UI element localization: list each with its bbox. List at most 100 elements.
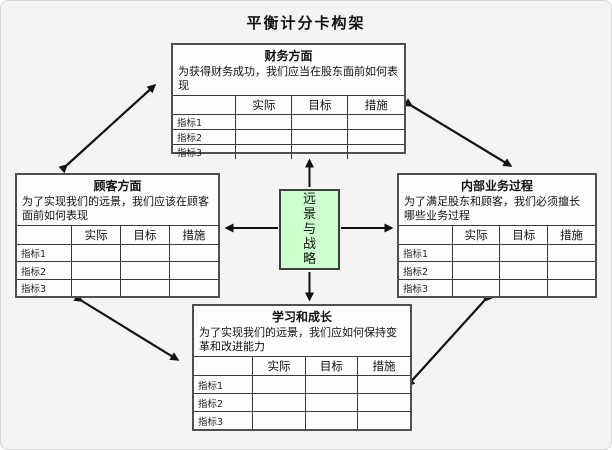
cell-empty xyxy=(71,278,121,296)
row-label-indicator1: 指标1 xyxy=(17,244,73,263)
cell-empty xyxy=(304,375,359,395)
panel-learning-table: 实际 目标 措施 指标1 指标2 xyxy=(194,356,410,429)
cell-empty xyxy=(252,411,306,429)
panel-internal-description: 为了满足股东和顾客，我们必须擅长哪些业务过程 xyxy=(404,195,580,223)
page-title: 平衡计分卡构架 xyxy=(246,14,366,32)
panel-internal-table: 实际 目标 措施 指标1 指标2 xyxy=(399,225,595,296)
row-label-indicator2: 指标2 xyxy=(194,393,254,413)
table-row: 指标3 xyxy=(173,144,404,160)
cell-empty xyxy=(120,278,170,296)
panel-learning-description: 为了实现我们的远景，我们应如何保持变革和改进能力 xyxy=(199,326,397,354)
vision-strategy-char: 与 xyxy=(302,222,316,237)
cell-empty xyxy=(357,393,410,413)
vision-strategy-box: 远 景 与 战 略 xyxy=(279,189,340,270)
row-label-indicator3: 指标3 xyxy=(17,278,73,296)
table-header-row: 实际 目标 措施 xyxy=(399,225,595,246)
panel-customer-title: 顾客方面 xyxy=(93,179,142,193)
panel-financial: 财务方面 为获得财务成功，我们应当在股东面前如何表现 实际 目标 措施 指标1 xyxy=(171,43,406,160)
cell-empty xyxy=(235,129,293,146)
cell-empty xyxy=(291,144,349,160)
cell-empty xyxy=(357,411,410,429)
row-label-indicator2: 指标2 xyxy=(173,129,237,146)
cell-empty xyxy=(499,244,548,263)
cell-empty xyxy=(451,278,501,296)
cell-empty xyxy=(120,261,170,280)
col-header-actual: 实际 xyxy=(235,95,293,116)
cell-empty xyxy=(168,261,218,280)
arrow-financial-internal xyxy=(403,98,513,167)
col-header-target: 目标 xyxy=(120,225,170,246)
panel-customer-description: 为了实现我们的远景，我们应该在顾客面前如何表现 xyxy=(22,195,209,223)
table-row: 指标3 xyxy=(399,278,595,296)
vision-strategy-char: 略 xyxy=(302,252,316,267)
cell-empty xyxy=(546,278,595,296)
cell-empty xyxy=(120,244,170,263)
cell-empty xyxy=(347,114,404,131)
cell-empty xyxy=(71,244,121,263)
col-header-actual: 实际 xyxy=(252,356,306,377)
panel-financial-title: 财务方面 xyxy=(264,49,313,63)
arrow-financial-customer xyxy=(58,83,157,174)
cell-empty xyxy=(451,261,501,280)
row-label-indicator2: 指标2 xyxy=(17,261,73,280)
row-label-indicator3: 指标3 xyxy=(194,411,254,429)
vision-strategy-char: 战 xyxy=(302,237,316,252)
panel-internal-title: 内部业务过程 xyxy=(460,179,533,193)
cell-empty xyxy=(347,129,404,146)
cell-empty xyxy=(252,375,306,395)
cell-empty xyxy=(357,375,410,395)
col-header-actual: 实际 xyxy=(71,225,121,246)
panel-customer: 顾客方面 为了实现我们的远景，我们应该在顾客面前如何表现 实际 目标 措施 指标… xyxy=(15,173,220,298)
row-label-indicator2: 指标2 xyxy=(399,261,453,280)
table-row: 指标3 xyxy=(17,278,218,296)
col-header-empty xyxy=(17,225,73,246)
cell-empty xyxy=(252,393,306,413)
cell-empty xyxy=(304,411,359,429)
col-header-target: 目标 xyxy=(304,356,359,377)
vision-strategy-char: 远 xyxy=(302,192,316,207)
table-row: 指标3 xyxy=(194,411,410,429)
arrow-internal-learning xyxy=(405,292,493,388)
table-header-row: 实际 目标 措施 xyxy=(194,356,410,377)
cell-empty xyxy=(499,278,548,296)
table-row: 指标2 xyxy=(173,129,404,146)
table-row: 指标1 xyxy=(194,375,410,395)
row-label-indicator3: 指标3 xyxy=(399,278,453,296)
col-header-empty xyxy=(399,225,453,246)
cell-empty xyxy=(235,114,293,131)
col-header-empty xyxy=(173,95,237,116)
cell-empty xyxy=(71,261,121,280)
col-header-measures: 措施 xyxy=(347,95,404,116)
row-label-indicator3: 指标3 xyxy=(173,144,237,160)
row-label-indicator1: 指标1 xyxy=(194,375,254,395)
col-header-actual: 实际 xyxy=(451,225,501,246)
cell-empty xyxy=(168,244,218,263)
cell-empty xyxy=(235,144,293,160)
panel-internal-process: 内部业务过程 为了满足股东和顾客，我们必须擅长哪些业务过程 实际 目标 措施 指… xyxy=(397,173,597,298)
row-label-indicator1: 指标1 xyxy=(399,244,453,263)
cell-empty xyxy=(546,244,595,263)
table-row: 指标1 xyxy=(17,244,218,263)
table-row: 指标2 xyxy=(399,261,595,280)
col-header-measures: 措施 xyxy=(168,225,218,246)
panel-financial-description: 为获得财务成功，我们应当在股东面前如何表现 xyxy=(178,65,398,93)
arrow-customer-learning xyxy=(73,293,180,361)
table-header-row: 实际 目标 措施 xyxy=(173,95,404,116)
table-row: 指标2 xyxy=(194,393,410,413)
panel-financial-table: 实际 目标 措施 指标1 指标2 xyxy=(173,95,404,160)
cell-empty xyxy=(499,261,548,280)
table-row: 指标1 xyxy=(173,114,404,131)
cell-empty xyxy=(347,144,404,160)
cell-empty xyxy=(291,114,349,131)
cell-empty xyxy=(304,393,359,413)
cell-empty xyxy=(546,261,595,280)
cell-empty xyxy=(451,244,501,263)
col-header-empty xyxy=(194,356,254,377)
panel-learning-title: 学习和成长 xyxy=(271,310,332,324)
cell-empty xyxy=(291,129,349,146)
panel-learning-growth: 学习和成长 为了实现我们的远景，我们应如何保持变革和改进能力 实际 目标 措施 … xyxy=(192,304,412,431)
table-row: 指标2 xyxy=(17,261,218,280)
cell-empty xyxy=(168,278,218,296)
